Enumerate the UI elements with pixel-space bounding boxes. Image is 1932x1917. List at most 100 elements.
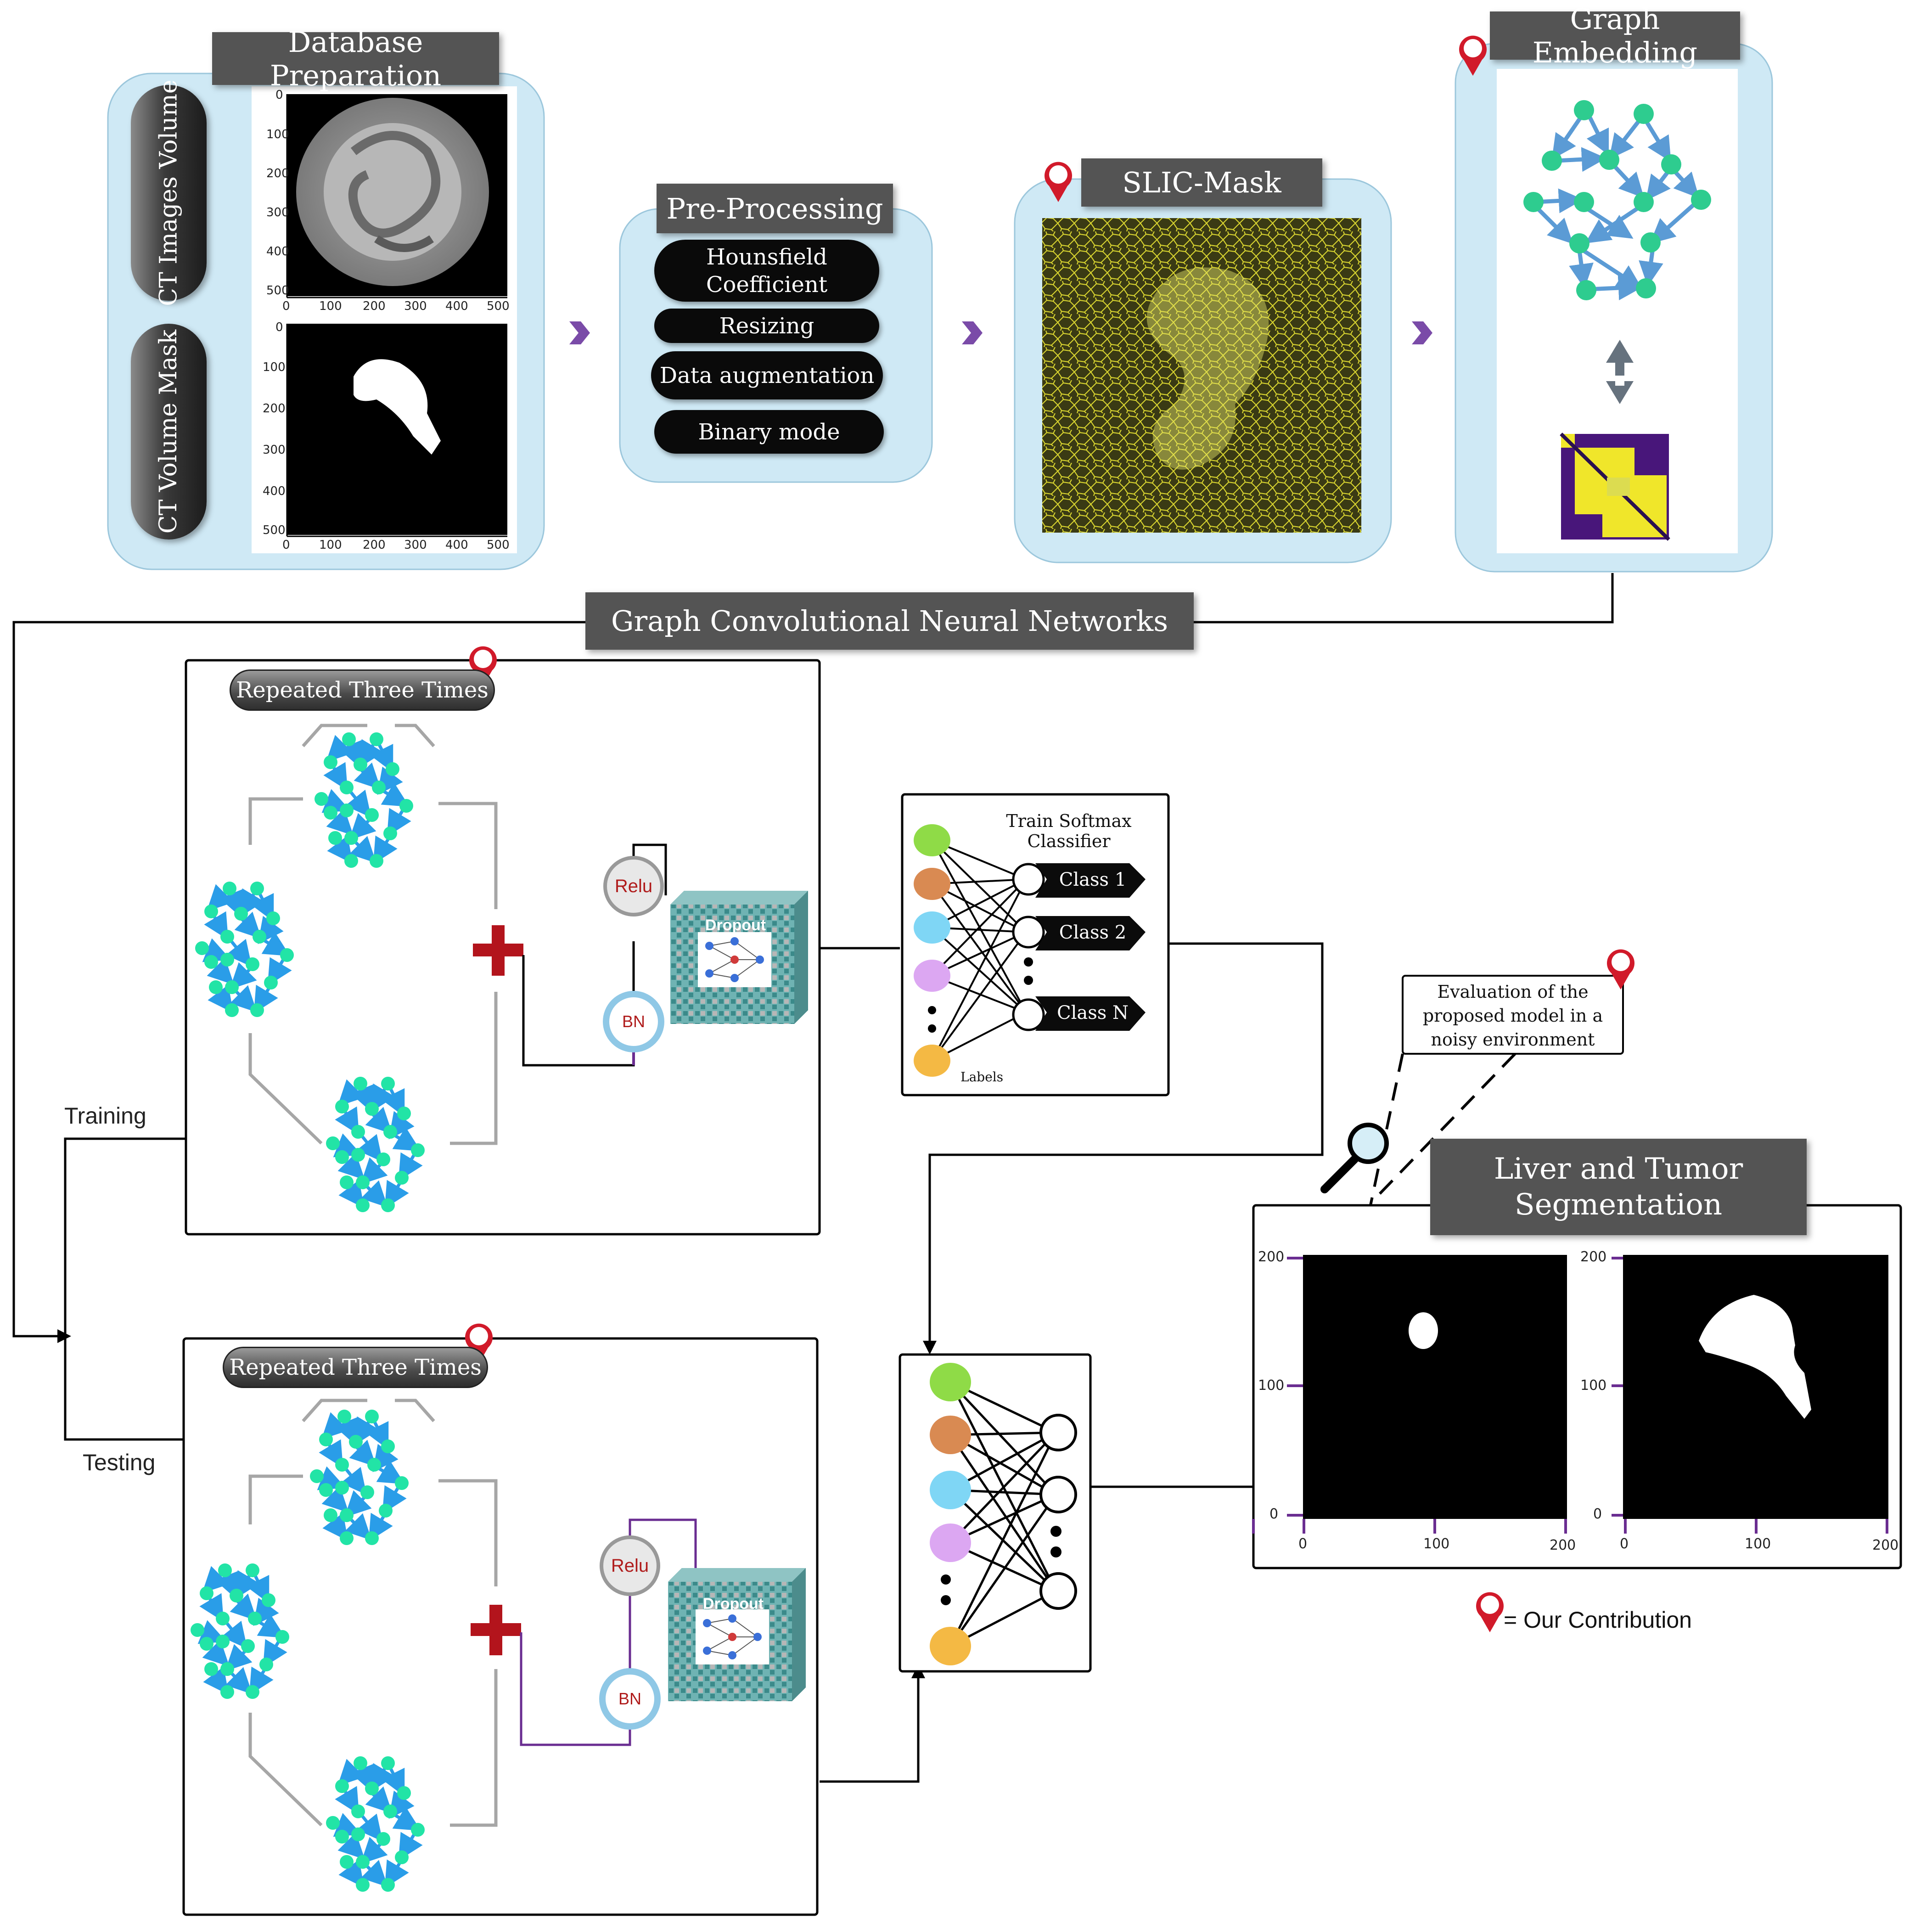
class-arrow-shapes (1035, 863, 1146, 1031)
zoom-dashes (1369, 1052, 1516, 1206)
class-2-label: Class 2 (1059, 922, 1127, 943)
evaluation-text: Evaluation of the proposed model in a no… (1405, 979, 1621, 1052)
step-hounsfield: Hounsfield Coefficient (654, 240, 879, 302)
segmentation-axis-ticks (1252, 1257, 1888, 1534)
classifier-input-nodes (914, 824, 950, 1077)
inference-input-nodes (930, 1363, 971, 1665)
labels-text: Labels (960, 1069, 1004, 1085)
seg-xtick-right: 0 (1620, 1536, 1629, 1552)
mask-xtick: 0 (282, 538, 290, 552)
testing-label: Testing (83, 1450, 156, 1475)
mask-xtick: 300 (404, 538, 427, 552)
dropout-label-testing: Dropout (702, 1595, 764, 1613)
segmentation-title: Liver and Tumor Segmentation (1430, 1139, 1807, 1235)
mask-ytick: 300 (263, 443, 286, 457)
ct-xtick: 0 (282, 299, 290, 313)
inference-output-dots (1050, 1526, 1061, 1557)
evaluation-box (1402, 975, 1624, 1055)
bn-node-testing (599, 1668, 661, 1730)
liver-shape (1699, 1295, 1811, 1419)
class-n-label: Class N (1056, 1002, 1129, 1023)
mask-ytick: 100 (263, 360, 286, 374)
evaluation-line: proposed model in a (1422, 1006, 1603, 1026)
step-binary-mode: Binary mode (654, 410, 884, 454)
gcn-connectors (12, 573, 1614, 1783)
mask-ytick: 500 (263, 523, 286, 537)
segmentation-title-line: Segmentation (1514, 1188, 1723, 1222)
slic-superpixel-image (1042, 218, 1361, 533)
seg-xtick: 100 (1423, 1536, 1450, 1552)
seg-ytick: 0 (1269, 1506, 1279, 1522)
relu-label: Relu (614, 876, 653, 896)
adjacency-matrix (1560, 433, 1670, 541)
mask-ytick: 400 (263, 484, 286, 498)
gcn-title: Graph Convolutional Neural Networks (585, 592, 1194, 650)
graph-embedding-title: Graph Embedding (1490, 2, 1740, 69)
legend-pin-icon (1476, 1592, 1504, 1632)
flow-chevrons (569, 321, 1432, 344)
slic-title: SLIC-Mask (1081, 158, 1322, 207)
tumor-shape (1409, 1312, 1438, 1349)
repeated-three-times-badge: Repeated Three Times (230, 669, 495, 711)
ct-xtick: 300 (404, 299, 427, 313)
bn-label-testing: BN (618, 1689, 641, 1708)
mask-ytick: 0 (275, 320, 283, 334)
inference-output-nodes (1039, 1414, 1077, 1610)
class-1-label: Class 1 (1059, 869, 1127, 890)
ct-xtick: 400 (445, 299, 468, 313)
ct-mask-label: CT Volume Mask (131, 324, 207, 540)
relu-label-testing: Relu (611, 1555, 649, 1576)
bn-label: BN (622, 1012, 645, 1031)
step-data-augmentation: Data augmentation (651, 351, 883, 399)
seg-ytick-right: 200 (1580, 1249, 1607, 1265)
legend-text: = Our Contribution (1504, 1607, 1692, 1633)
mask-xtick: 200 (363, 538, 386, 552)
mask-ytick: 200 (263, 402, 286, 416)
ct-xtick: 100 (319, 299, 342, 313)
step-resizing: Resizing (654, 309, 879, 343)
bn-node (603, 991, 664, 1052)
relu-node (603, 856, 664, 916)
preprocessing-title: Pre-Processing (657, 184, 893, 233)
liver-mask-image (1623, 1255, 1888, 1519)
ct-ytick: 300 (266, 206, 289, 219)
evaluation-line: Evaluation of the (1437, 982, 1589, 1002)
seg-ytick-right: 0 (1593, 1506, 1602, 1522)
mask-xtick: 100 (319, 538, 342, 552)
dropout-cube (670, 890, 809, 1024)
ct-ytick: 200 (266, 167, 289, 180)
plus-icon (473, 925, 523, 976)
segmentation-title-line: Liver and Tumor (1494, 1152, 1743, 1186)
seg-ytick: 100 (1258, 1377, 1285, 1394)
classifier-output-dots (1024, 957, 1033, 985)
seg-xtick-right: 200 (1872, 1537, 1899, 1553)
seg-ytick: 200 (1258, 1249, 1285, 1265)
seg-xtick: 200 (1550, 1537, 1576, 1553)
mask-xtick: 500 (487, 538, 510, 552)
dropout-cube-testing (668, 1568, 806, 1702)
relu-node-testing (600, 1535, 660, 1596)
ct-xtick: 500 (487, 299, 510, 313)
liver-mask-shape (354, 359, 441, 455)
seg-xtick: 0 (1298, 1536, 1308, 1552)
repeated-three-times-badge-testing: Repeated Three Times (223, 1347, 488, 1388)
ct-ytick: 400 (266, 245, 289, 259)
embedding-graph (1534, 111, 1700, 301)
dropout-label: Dropout (705, 916, 766, 934)
ct-xtick: 200 (363, 299, 386, 313)
double-arrow-icon (1606, 340, 1634, 404)
ct-ytick: 100 (266, 128, 289, 141)
evaluation-line: noisy environment (1431, 1029, 1595, 1050)
classifier-output-nodes (1012, 863, 1045, 1031)
ct-images-label: CT Images Volume (131, 79, 207, 306)
seg-ytick-right: 100 (1580, 1377, 1607, 1394)
softmax-title: Train Softmax Classifier (1006, 810, 1132, 851)
magnifier-icon (1320, 1123, 1389, 1193)
seg-xtick-right: 100 (1745, 1536, 1771, 1552)
training-label: Training (64, 1103, 146, 1129)
slic-liver-region (1146, 267, 1269, 470)
ct-ytick: 0 (275, 88, 283, 102)
mask-xtick: 400 (445, 538, 468, 552)
plus-icon-testing (471, 1605, 521, 1655)
